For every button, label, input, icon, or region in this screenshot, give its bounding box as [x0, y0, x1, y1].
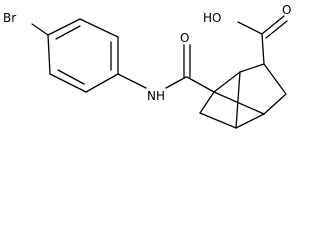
bromine-bond — [31, 23, 49, 36]
bromine-label: Br — [3, 11, 16, 25]
acid-hydroxyl-bond — [237, 21, 263, 35]
ring-bond — [47, 34, 51, 75]
ring-bond — [85, 73, 119, 93]
nitrogen-carbonyl-bond — [165, 76, 187, 89]
norbornane-cage — [199, 63, 287, 129]
cage-bond — [235, 71, 241, 129]
ring-double-bond — [55, 25, 81, 40]
aryl-nitrogen-bond — [117, 73, 147, 89]
ring-bond — [79, 18, 119, 38]
amide-oxygen-label: O — [180, 31, 189, 45]
ring-bond — [47, 18, 81, 36]
ring-bond — [49, 73, 87, 93]
benzene-ring — [47, 18, 119, 93]
cage-bond — [199, 91, 215, 114]
acid-hydroxyl-label: HO — [203, 11, 221, 25]
structure-diagram: Br NH O O HO — [3, 3, 291, 129]
molecule-svg: Br NH O O HO — [3, 3, 291, 129]
acid-oxygen-label: O — [282, 3, 291, 17]
carbonyl-ring-bond — [186, 76, 215, 93]
cage-bond — [199, 112, 237, 129]
cage-bond — [239, 63, 265, 73]
cage-bond — [235, 113, 265, 129]
cage-bond — [263, 63, 287, 95]
amide-nitrogen-label: NH — [147, 89, 165, 103]
cage-bond — [213, 91, 265, 115]
cage-bond — [213, 71, 241, 93]
acid-carbonyl-double-bond — [265, 20, 288, 39]
acid-carbon-bond — [261, 33, 265, 65]
ring-double-bond — [57, 69, 85, 85]
acid-carbonyl-double-bond — [261, 15, 285, 35]
cage-bond — [263, 93, 287, 115]
